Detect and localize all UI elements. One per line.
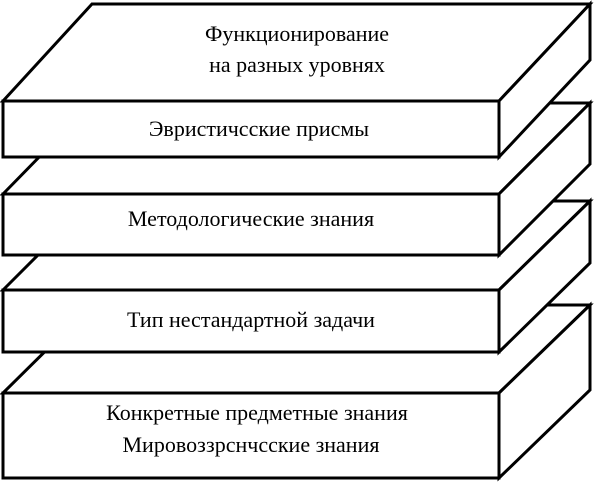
layer-subject-knowledge-front-face — [1, 391, 501, 480]
layer-problem-type-front-face — [1, 288, 501, 354]
functioning-levels-title-line-2: на разных уровнях — [209, 52, 385, 77]
layer-subject-knowledge-line-1: Конкретные предметные знания — [106, 400, 408, 425]
layer-problem-type-label: Тип нестандартной задачи — [127, 307, 375, 332]
layer-heuristic-techniques: Функционирование на разных уровнях Эврис… — [0, 0, 594, 161]
layer-methodological-knowledge-front-face — [1, 192, 501, 257]
layer-heuristic-techniques-front-face — [1, 99, 501, 159]
layer-heuristic-techniques-label: Эвристичсские присмы — [149, 116, 369, 141]
layer-subject-knowledge-line-2: Мировоззрснчсские знания — [123, 432, 380, 457]
functioning-levels-title-line-1: Функционирование — [205, 21, 389, 46]
layer-methodological-knowledge-label: Методологические знания — [128, 206, 374, 231]
